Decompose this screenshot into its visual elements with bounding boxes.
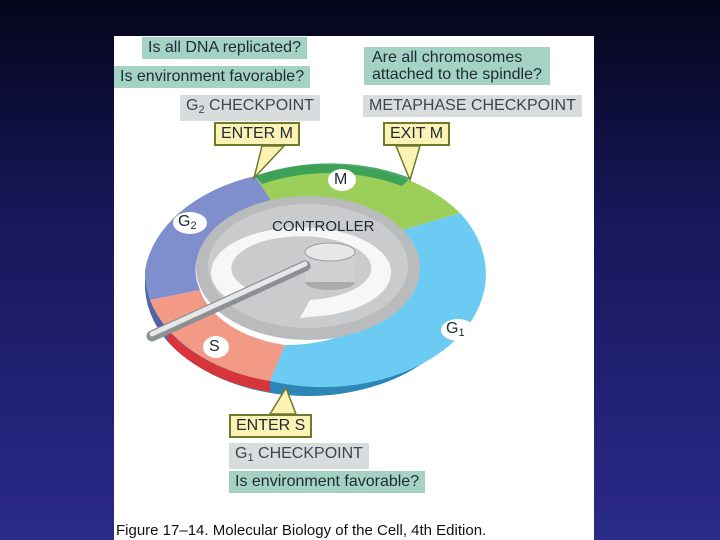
s-label-bubble: [203, 336, 229, 358]
g1-checkpoint-text: CHECKPOINT: [253, 445, 363, 462]
exit-m-pointer: [394, 145, 422, 183]
g2-checkpoint-subscript: 2: [198, 104, 205, 116]
g1-phase-subscript: 1: [458, 327, 465, 339]
m-phase-label: M: [334, 171, 348, 188]
spindle-question-line2: attached to the spindle?: [372, 66, 542, 83]
enter-s-label: ENTER S: [229, 414, 313, 438]
g2-checkpoint-letter: G: [186, 97, 199, 114]
g1-checkpoint-letter: G: [235, 445, 248, 462]
ring-edge-s: [168, 330, 270, 392]
controller-arm-highlight: [149, 261, 308, 337]
g1-phase-label: G1: [446, 320, 465, 342]
g1-checkpoint-label: G1 CHECKPOINT: [229, 443, 369, 469]
g1-phase-segment: [270, 213, 486, 388]
g1-phase-letter: G: [446, 320, 459, 337]
exit-m-label: EXIT M: [383, 122, 451, 146]
m-label-bubble: [328, 169, 356, 191]
enter-m-pointer: [252, 145, 286, 181]
s-phase-label: S: [209, 338, 220, 355]
controller-label: CONTROLLER: [272, 218, 375, 235]
g1-checkpoint-subscript: 1: [247, 452, 254, 464]
g2-label-bubble: [173, 212, 207, 234]
g2-phase-subscript: 2: [190, 220, 197, 232]
rotation-arrow: [211, 227, 392, 318]
g2-checkpoint-label: G2 CHECKPOINT: [180, 95, 320, 121]
enter-m-label: ENTER M: [214, 122, 300, 146]
g1-environment-question: Is environment favorable?: [229, 471, 426, 493]
g2-phase-letter: G: [178, 213, 191, 230]
spindle-question-line1: Are all chromosomes: [372, 49, 523, 66]
dna-replicated-question: Is all DNA replicated?: [142, 37, 307, 59]
controller-top: [304, 242, 356, 262]
figure-caption: Figure 17–14. Molecular Biology of the C…: [116, 522, 487, 539]
s-phase-segment: [150, 290, 285, 381]
spindle-question: Are all chromosomes attached to the spin…: [364, 47, 550, 85]
g2-environment-question: Is environment favorable?: [114, 66, 311, 88]
ring-edge-g2: [144, 270, 168, 342]
g2-checkpoint-text: CHECKPOINT: [204, 97, 314, 114]
m-phase-segment: [255, 164, 460, 236]
g1-label-bubble: [441, 319, 475, 341]
metaphase-checkpoint-label: METAPHASE CHECKPOINT: [363, 95, 582, 117]
m-phase-band: [255, 163, 410, 186]
g2-phase-label: G2: [178, 213, 197, 235]
